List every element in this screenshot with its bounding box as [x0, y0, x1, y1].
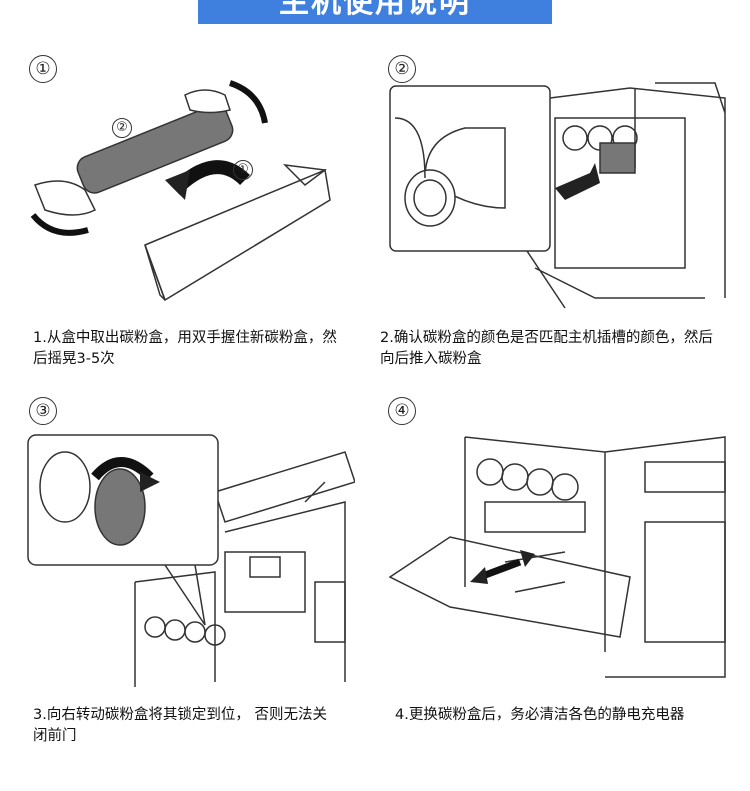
step-1-illustration: [30, 80, 331, 302]
step-4-number: ④: [388, 397, 416, 425]
step-1-caption: 1.从盒中取出碳粉盒，用双手握住新碳粉盒，然后摇晃3-5次: [33, 330, 337, 367]
step-2-number: ②: [388, 55, 416, 83]
step-4-caption: 4.更换碳粉盒后，务必清洁各色的静电充电器: [395, 707, 685, 723]
step-3-caption: 3.向右转动碳粉盒将其锁定到位， 否则无法关闭前门: [33, 707, 327, 744]
step-4-illustration: [388, 436, 726, 678]
step-2-illustration: [389, 82, 726, 309]
sub-label-2: ②: [112, 118, 132, 138]
sub-label-1: ①: [233, 160, 253, 180]
step-1-number: ①: [29, 55, 57, 83]
step-3-illustration: [27, 434, 355, 687]
step-3-number: ③: [29, 397, 57, 425]
step-2-caption: 2.确认碳粉盒的颜色是否匹配主机插槽的颜色，然后向后推入碳粉盒: [380, 330, 713, 367]
page-title: 主机使用说明: [198, 0, 552, 24]
